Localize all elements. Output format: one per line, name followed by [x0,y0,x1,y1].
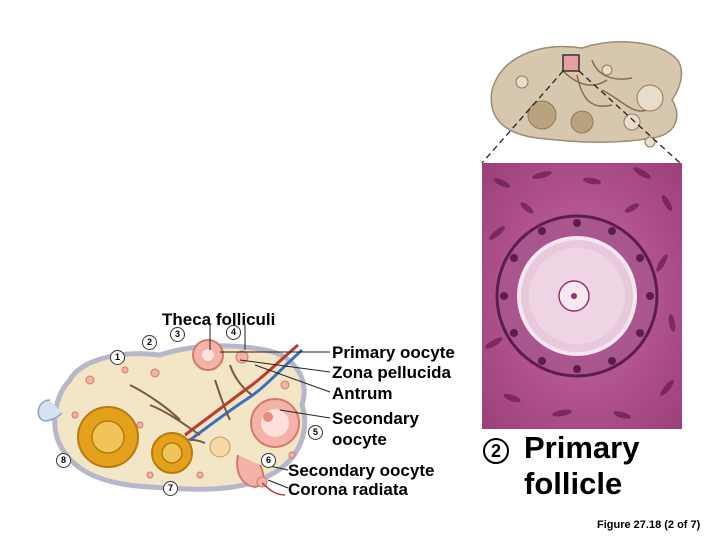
label-antrum: Antrum [332,384,392,404]
number-8: 8 [56,453,71,468]
label-oocyte: oocyte [332,430,387,450]
corpus-luteum-2 [152,433,192,473]
number-7: 7 [163,481,178,496]
corpus-luteum-1 [78,407,138,467]
stage-number: 2 [483,438,509,464]
figure-caption: Figure 27.18 (2 of 7) [597,519,700,531]
number-5: 5 [308,425,323,440]
label-secondary-oocyte: Secondary oocyte [288,461,434,481]
primary-follicle-micrograph [482,163,682,429]
number-1: 1 [110,350,125,365]
number-2: 2 [142,335,157,350]
label-theca-folliculi: Theca folliculi [162,310,275,330]
label-primary-oocyte: Primary oocyte [332,343,455,363]
label-corona-radiata: Corona radiata [288,480,408,500]
number-6: 6 [261,453,276,468]
zoom-lines [470,55,690,170]
label-zona-pellucida: Zona pellucida [332,363,451,383]
stage-title-line2: follicle [524,466,622,502]
stage-title-line1: Primary [524,430,639,466]
label-secondary: Secondary [332,409,419,429]
